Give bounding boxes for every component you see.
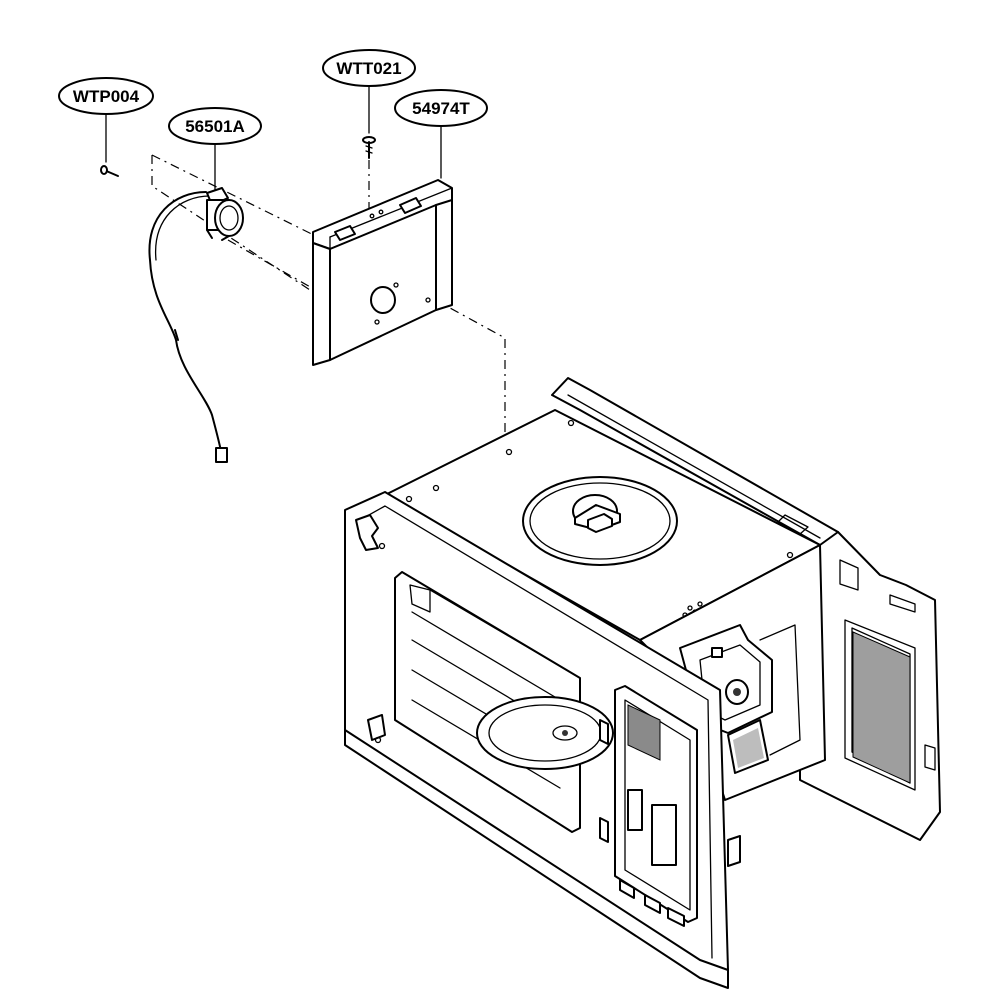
screw-wtp004: [100, 165, 119, 177]
callout-56501a-label: 56501A: [185, 117, 245, 136]
callout-wtt021[interactable]: WTT021: [322, 49, 416, 134]
callout-56501a[interactable]: 56501A: [168, 107, 262, 191]
thermostat-56501a: [148, 187, 244, 463]
callout-54974t-label: 54974T: [412, 99, 470, 118]
bracket-54974t: [312, 179, 453, 366]
callout-wtt021-label: WTT021: [336, 59, 401, 78]
callout-wtp004-label: WTP004: [73, 87, 140, 106]
screw-wtt021: [362, 136, 376, 159]
callout-wtp004[interactable]: WTP004: [58, 77, 154, 163]
assembly-dashed-lines: [151, 154, 506, 452]
callout-54974t[interactable]: 54974T: [394, 89, 488, 179]
microwave-cavity-assembly: [344, 377, 941, 989]
